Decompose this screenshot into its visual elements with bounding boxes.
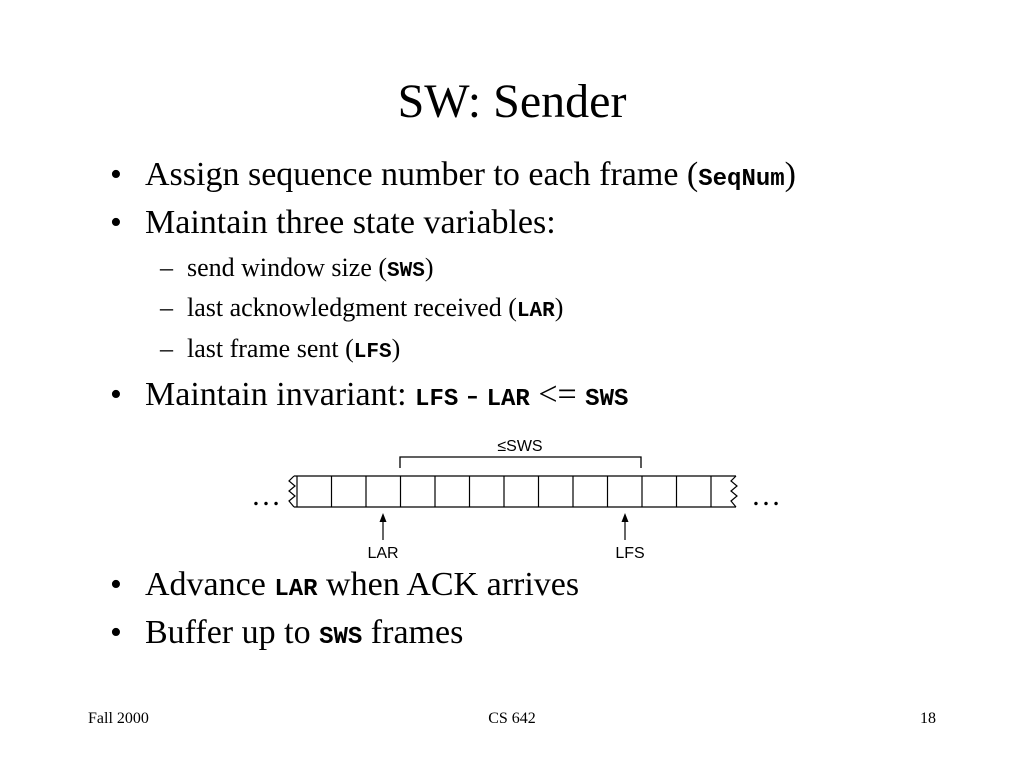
subbullet-marker: – <box>160 334 173 363</box>
bullet-text: Assign sequence number to each frame ( <box>145 156 699 193</box>
subbullet-text-end: ) <box>424 253 434 282</box>
bullet-text-end: when ACK arrives <box>317 566 580 603</box>
strip-break-left <box>288 475 296 508</box>
lar-arrow-head <box>379 513 387 522</box>
bullet-text: Maintain three state variables: <box>145 204 556 241</box>
bullet-marker: • <box>110 614 122 651</box>
code-sws: SWS <box>319 624 363 651</box>
ellipsis-left: … <box>251 479 281 512</box>
subbullet-text: last acknowledgment received ( <box>187 293 517 322</box>
invariant-leq: <= <box>529 376 586 413</box>
footer-date: Fall 2000 <box>88 710 149 727</box>
subbullet-text-end: ) <box>391 334 401 363</box>
subbullet-marker: – <box>160 253 173 282</box>
footer-page-number: 18 <box>920 710 936 727</box>
window-label: ≤SWS <box>497 438 542 455</box>
slide-title: SW: Sender <box>397 75 627 128</box>
ellipsis-right: … <box>751 479 781 512</box>
code-lar: LAR <box>486 386 530 413</box>
bullet-text: Buffer up to <box>145 614 320 651</box>
bullet-marker: • <box>110 376 122 413</box>
bullet-text-end: frames <box>362 614 464 651</box>
code-lfs: LFS <box>415 386 459 413</box>
bullet-marker: • <box>110 156 122 193</box>
lfs-label: LFS <box>615 545 644 562</box>
subbullet-text: send window size ( <box>187 253 388 282</box>
lfs-arrow-head <box>621 513 629 522</box>
invariant-minus: - <box>458 376 487 413</box>
code-sws: SWS <box>585 386 629 413</box>
bullet-marker: • <box>110 566 122 603</box>
lar-label: LAR <box>367 545 398 562</box>
code-seqnum: SeqNum <box>698 166 785 193</box>
invariant-label: Maintain invariant: <box>145 376 416 413</box>
footer-course: CS 642 <box>488 710 536 727</box>
bullet-marker: • <box>110 204 122 241</box>
code-lar: LAR <box>516 300 555 323</box>
subbullet-marker: – <box>160 293 173 322</box>
bullet-text-end: ) <box>784 156 796 193</box>
subbullet-text: last frame sent ( <box>187 334 354 363</box>
strip-break-right <box>730 475 738 508</box>
code-lar: LAR <box>274 576 318 603</box>
code-sws: SWS <box>387 260 425 283</box>
code-lfs: LFS <box>353 341 392 364</box>
window-bracket <box>399 456 642 468</box>
bullet-text: Advance <box>145 566 275 603</box>
frame-dividers <box>296 476 712 507</box>
subbullet-text-end: ) <box>554 293 564 322</box>
